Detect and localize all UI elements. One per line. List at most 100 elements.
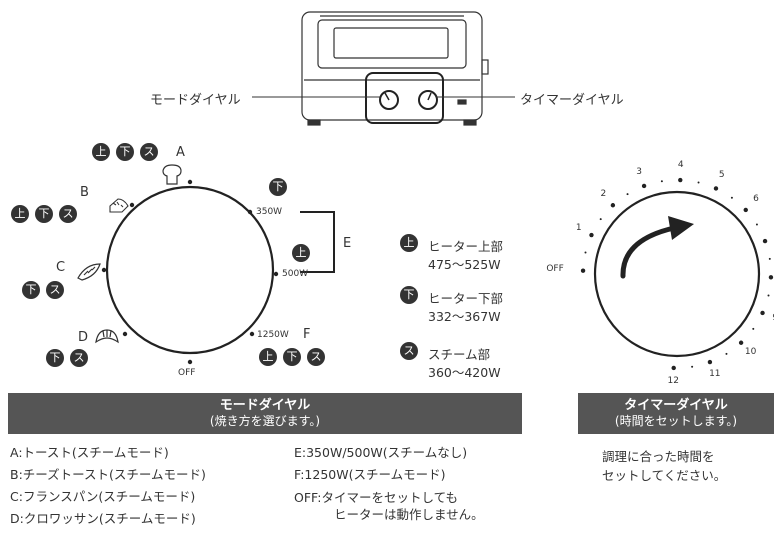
timer-desc-line1: 調理に合った時間を xyxy=(602,449,715,464)
mode-descriptions-left: A:トースト(スチームモード) B:チーズトースト(スチームモード) C:フラン… xyxy=(10,442,206,530)
oven-illustration xyxy=(301,11,489,126)
timer-tick-dot xyxy=(589,232,594,238)
mode-desc-off: OFF:タイマーをセットしても xyxy=(294,490,458,505)
timer-tick-label: 9 xyxy=(771,313,774,323)
legend-upper-watt: 475〜525W xyxy=(428,257,501,272)
timer-tick-dot xyxy=(760,310,765,316)
timer-arrow xyxy=(620,225,677,279)
timer-minor-dot xyxy=(660,180,663,183)
timer-tick-dot xyxy=(641,183,647,189)
position-500w-label: 500W xyxy=(282,269,309,279)
timer-minor-dot xyxy=(767,294,770,297)
timer-minor-dot xyxy=(626,193,629,196)
timer-tick-dot xyxy=(678,177,683,183)
mode-dial xyxy=(105,185,275,355)
mode-desc-a: A:トースト(スチームモード) xyxy=(10,445,169,460)
badge-upper-500w: 上 xyxy=(292,244,310,262)
timer-tick-label: 2 xyxy=(600,189,607,199)
timer-tick-dot xyxy=(610,203,616,208)
mode-dial-label: モードダイヤル xyxy=(150,93,241,108)
timer-minor-dot xyxy=(691,365,694,368)
badge-lower-a: 下 xyxy=(116,143,134,161)
mode-desc-off-cont: ヒーターは動作しません。 xyxy=(334,507,484,522)
timer-minor-dot xyxy=(730,196,733,199)
badge-upper-f: 上 xyxy=(259,348,277,366)
timer-tick-label: 4 xyxy=(677,160,684,171)
legend-steam-name: スチーム部 xyxy=(428,347,491,362)
badge-lower-d: 下 xyxy=(46,349,64,367)
timer-tick-dot xyxy=(671,365,676,371)
mode-desc-e: E:350W/500W(スチームなし) xyxy=(294,445,468,460)
position-c-label: C xyxy=(56,260,66,275)
timer-tick-label: 5 xyxy=(718,169,725,180)
legend-steam-watt: 360〜420W xyxy=(428,365,501,380)
position-350w-label: 350W xyxy=(256,207,283,217)
timer-tick-dot xyxy=(580,268,586,273)
timer-tick-label: 11 xyxy=(709,369,721,380)
timer-tick-dot xyxy=(713,186,719,191)
mode-desc-d: D:クロワッサン(スチームモード) xyxy=(10,511,196,526)
badge-upper-a: 上 xyxy=(92,143,110,161)
badge-upper-b: 上 xyxy=(11,205,29,223)
timer-tick-label: 3 xyxy=(636,166,643,177)
mode-descriptions-right: E:350W/500W(スチームなし) F:1250W(スチームモード) OFF… xyxy=(294,442,484,523)
position-b-label: B xyxy=(80,185,89,200)
legend-upper-badge: 上 xyxy=(400,234,418,252)
timer-tick-dot xyxy=(762,238,768,244)
legend-lower-badge: 下 xyxy=(400,286,418,304)
timer-tick-dot xyxy=(743,207,748,213)
position-a-label: A xyxy=(176,145,185,160)
timer-minor-dot xyxy=(755,223,758,226)
timer-dial-banner: タイマーダイヤル (時間をセットします。) xyxy=(578,393,774,434)
legend-lower-name: ヒーター下部 xyxy=(428,291,504,306)
timer-dial xyxy=(593,190,761,358)
legend-upper-name: ヒーター上部 xyxy=(428,239,504,254)
mode-desc-c: C:フランスパン(スチームモード) xyxy=(10,489,196,504)
timer-tick-label: 6 xyxy=(753,194,759,205)
badge-steam-a: ス xyxy=(140,143,158,161)
badge-lower-b: 下 xyxy=(35,205,53,223)
timer-tick-label: 1 xyxy=(575,223,582,234)
badge-steam-d: ス xyxy=(70,349,88,367)
position-f-label: F xyxy=(303,327,311,342)
timer-minor-dot xyxy=(599,218,602,221)
timer-minor-dot xyxy=(768,257,771,260)
badge-lower-f: 下 xyxy=(283,348,301,366)
legend-lower-watt: 332〜367W xyxy=(428,309,501,324)
timer-tick-dot xyxy=(707,359,713,365)
timer-minor-dot xyxy=(584,251,587,254)
timer-banner-subtitle: (時間をセットします。) xyxy=(614,414,738,428)
timer-minor-dot xyxy=(697,181,700,184)
mode-dial-banner: モードダイヤル (焼き方を選びます。) xyxy=(8,393,522,434)
toast-icon xyxy=(162,164,182,185)
timer-description: 調理に合った時間を セットしてください。 xyxy=(602,447,726,485)
dial-highlight-box xyxy=(365,72,444,124)
timer-banner-title: タイマーダイヤル xyxy=(624,398,728,413)
position-d-label: D xyxy=(78,330,89,345)
legend-steam-badge: ス xyxy=(400,342,418,360)
badge-lower-c: 下 xyxy=(22,281,40,299)
timer-minor-dot xyxy=(725,352,728,355)
badge-steam-f: ス xyxy=(307,348,325,366)
badge-lower-350w: 下 xyxy=(269,178,287,196)
timer-tick-label: 10 xyxy=(744,346,757,357)
timer-dial-label: タイマーダイヤル xyxy=(520,93,624,108)
mode-desc-f: F:1250W(スチームモード) xyxy=(294,467,446,482)
croissant-icon xyxy=(95,329,119,344)
mode-banner-title: モードダイヤル xyxy=(219,398,311,413)
timer-tick-label: 12 xyxy=(667,375,679,386)
badge-steam-b: ス xyxy=(59,205,77,223)
badge-steam-c: ス xyxy=(46,281,64,299)
position-1250w-label: 1250W xyxy=(257,330,289,340)
cheese-toast-icon xyxy=(109,198,129,213)
mode-banner-subtitle: (焼き方を選びます。) xyxy=(209,414,321,428)
french-bread-icon xyxy=(77,263,101,281)
mode-desc-b: B:チーズトースト(スチームモード) xyxy=(10,467,206,482)
timer-desc-line2: セットしてください。 xyxy=(602,468,727,483)
position-e-label: E xyxy=(343,236,352,251)
timer-minor-dot xyxy=(752,327,755,330)
timer-tick-label: OFF xyxy=(546,264,564,275)
timer-tick-dot xyxy=(768,275,774,280)
timer-tick-dot xyxy=(738,340,744,345)
